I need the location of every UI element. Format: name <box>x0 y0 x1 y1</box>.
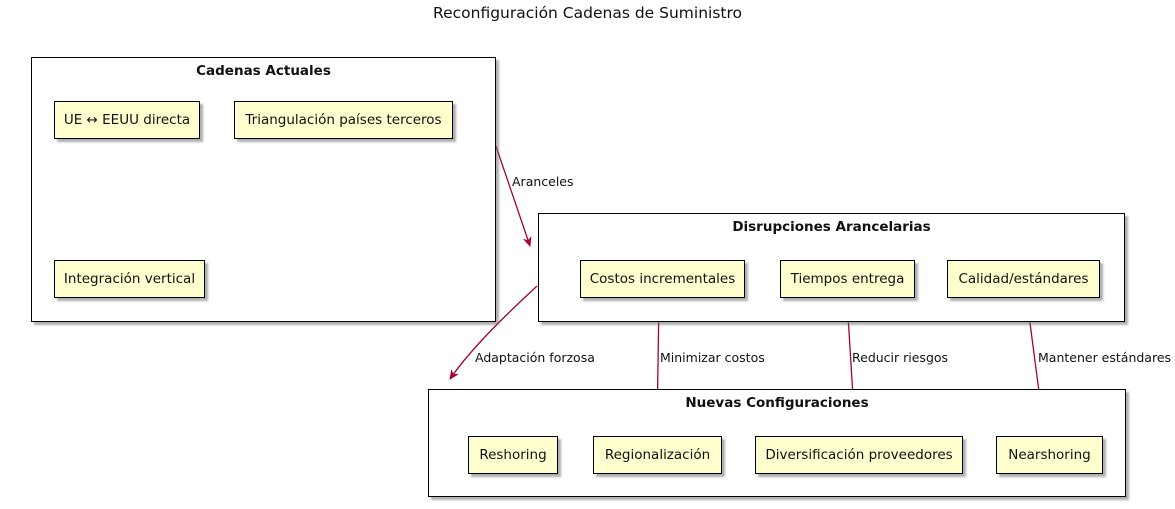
edge-label-mantener-estandares: Mantener estándares <box>1038 350 1172 365</box>
node-label: Costos incrementales <box>589 271 736 287</box>
edge-label-adaptacion-forzosa: Adaptación forzosa <box>475 350 595 365</box>
container-title-nuevas-configuraciones: Nuevas Configuraciones <box>685 395 869 411</box>
node-calidad-estandares: Calidad/estándares <box>947 260 1100 298</box>
edge-label-aranceles: Aranceles <box>512 174 574 189</box>
node-reshoring: Reshoring <box>468 436 558 474</box>
container-title-cadenas-actuales: Cadenas Actuales <box>196 63 331 79</box>
node-triangulacion-paises-terceros: Triangulación países terceros <box>234 101 453 139</box>
node-integracion-vertical: Integración vertical <box>54 260 205 298</box>
edge-aranceles <box>495 145 532 247</box>
node-tiempos-entrega: Tiempos entrega <box>780 260 915 298</box>
node-costos-incrementales: Costos incrementales <box>580 260 745 298</box>
diagram-title: Reconfiguración Cadenas de Suministro <box>433 4 742 22</box>
node-diversificacion-proveedores: Diversificación proveedores <box>755 436 963 474</box>
container-title-disrupciones-arancelarias: Disrupciones Arancelarias <box>732 219 931 235</box>
node-label: Tiempos entrega <box>790 271 905 287</box>
node-label: Reshoring <box>479 447 547 463</box>
edge-label-minimizar-costos: Minimizar costos <box>660 350 765 365</box>
node-ue-eeuu-directa: UE ↔ EEUU directa <box>54 101 200 139</box>
node-label: UE ↔ EEUU directa <box>63 112 191 128</box>
edge-label-reducir-riesgos: Reducir riesgos <box>852 350 949 365</box>
node-label: Diversificación proveedores <box>765 447 953 463</box>
node-regionalizacion: Regionalización <box>593 436 722 474</box>
node-label: Regionalización <box>604 447 711 463</box>
node-nearshoring: Nearshoring <box>996 436 1103 474</box>
node-label: Integración vertical <box>63 271 196 287</box>
node-label: Triangulación países terceros <box>245 112 442 128</box>
node-label: Nearshoring <box>1008 447 1091 463</box>
node-label: Calidad/estándares <box>958 271 1089 287</box>
